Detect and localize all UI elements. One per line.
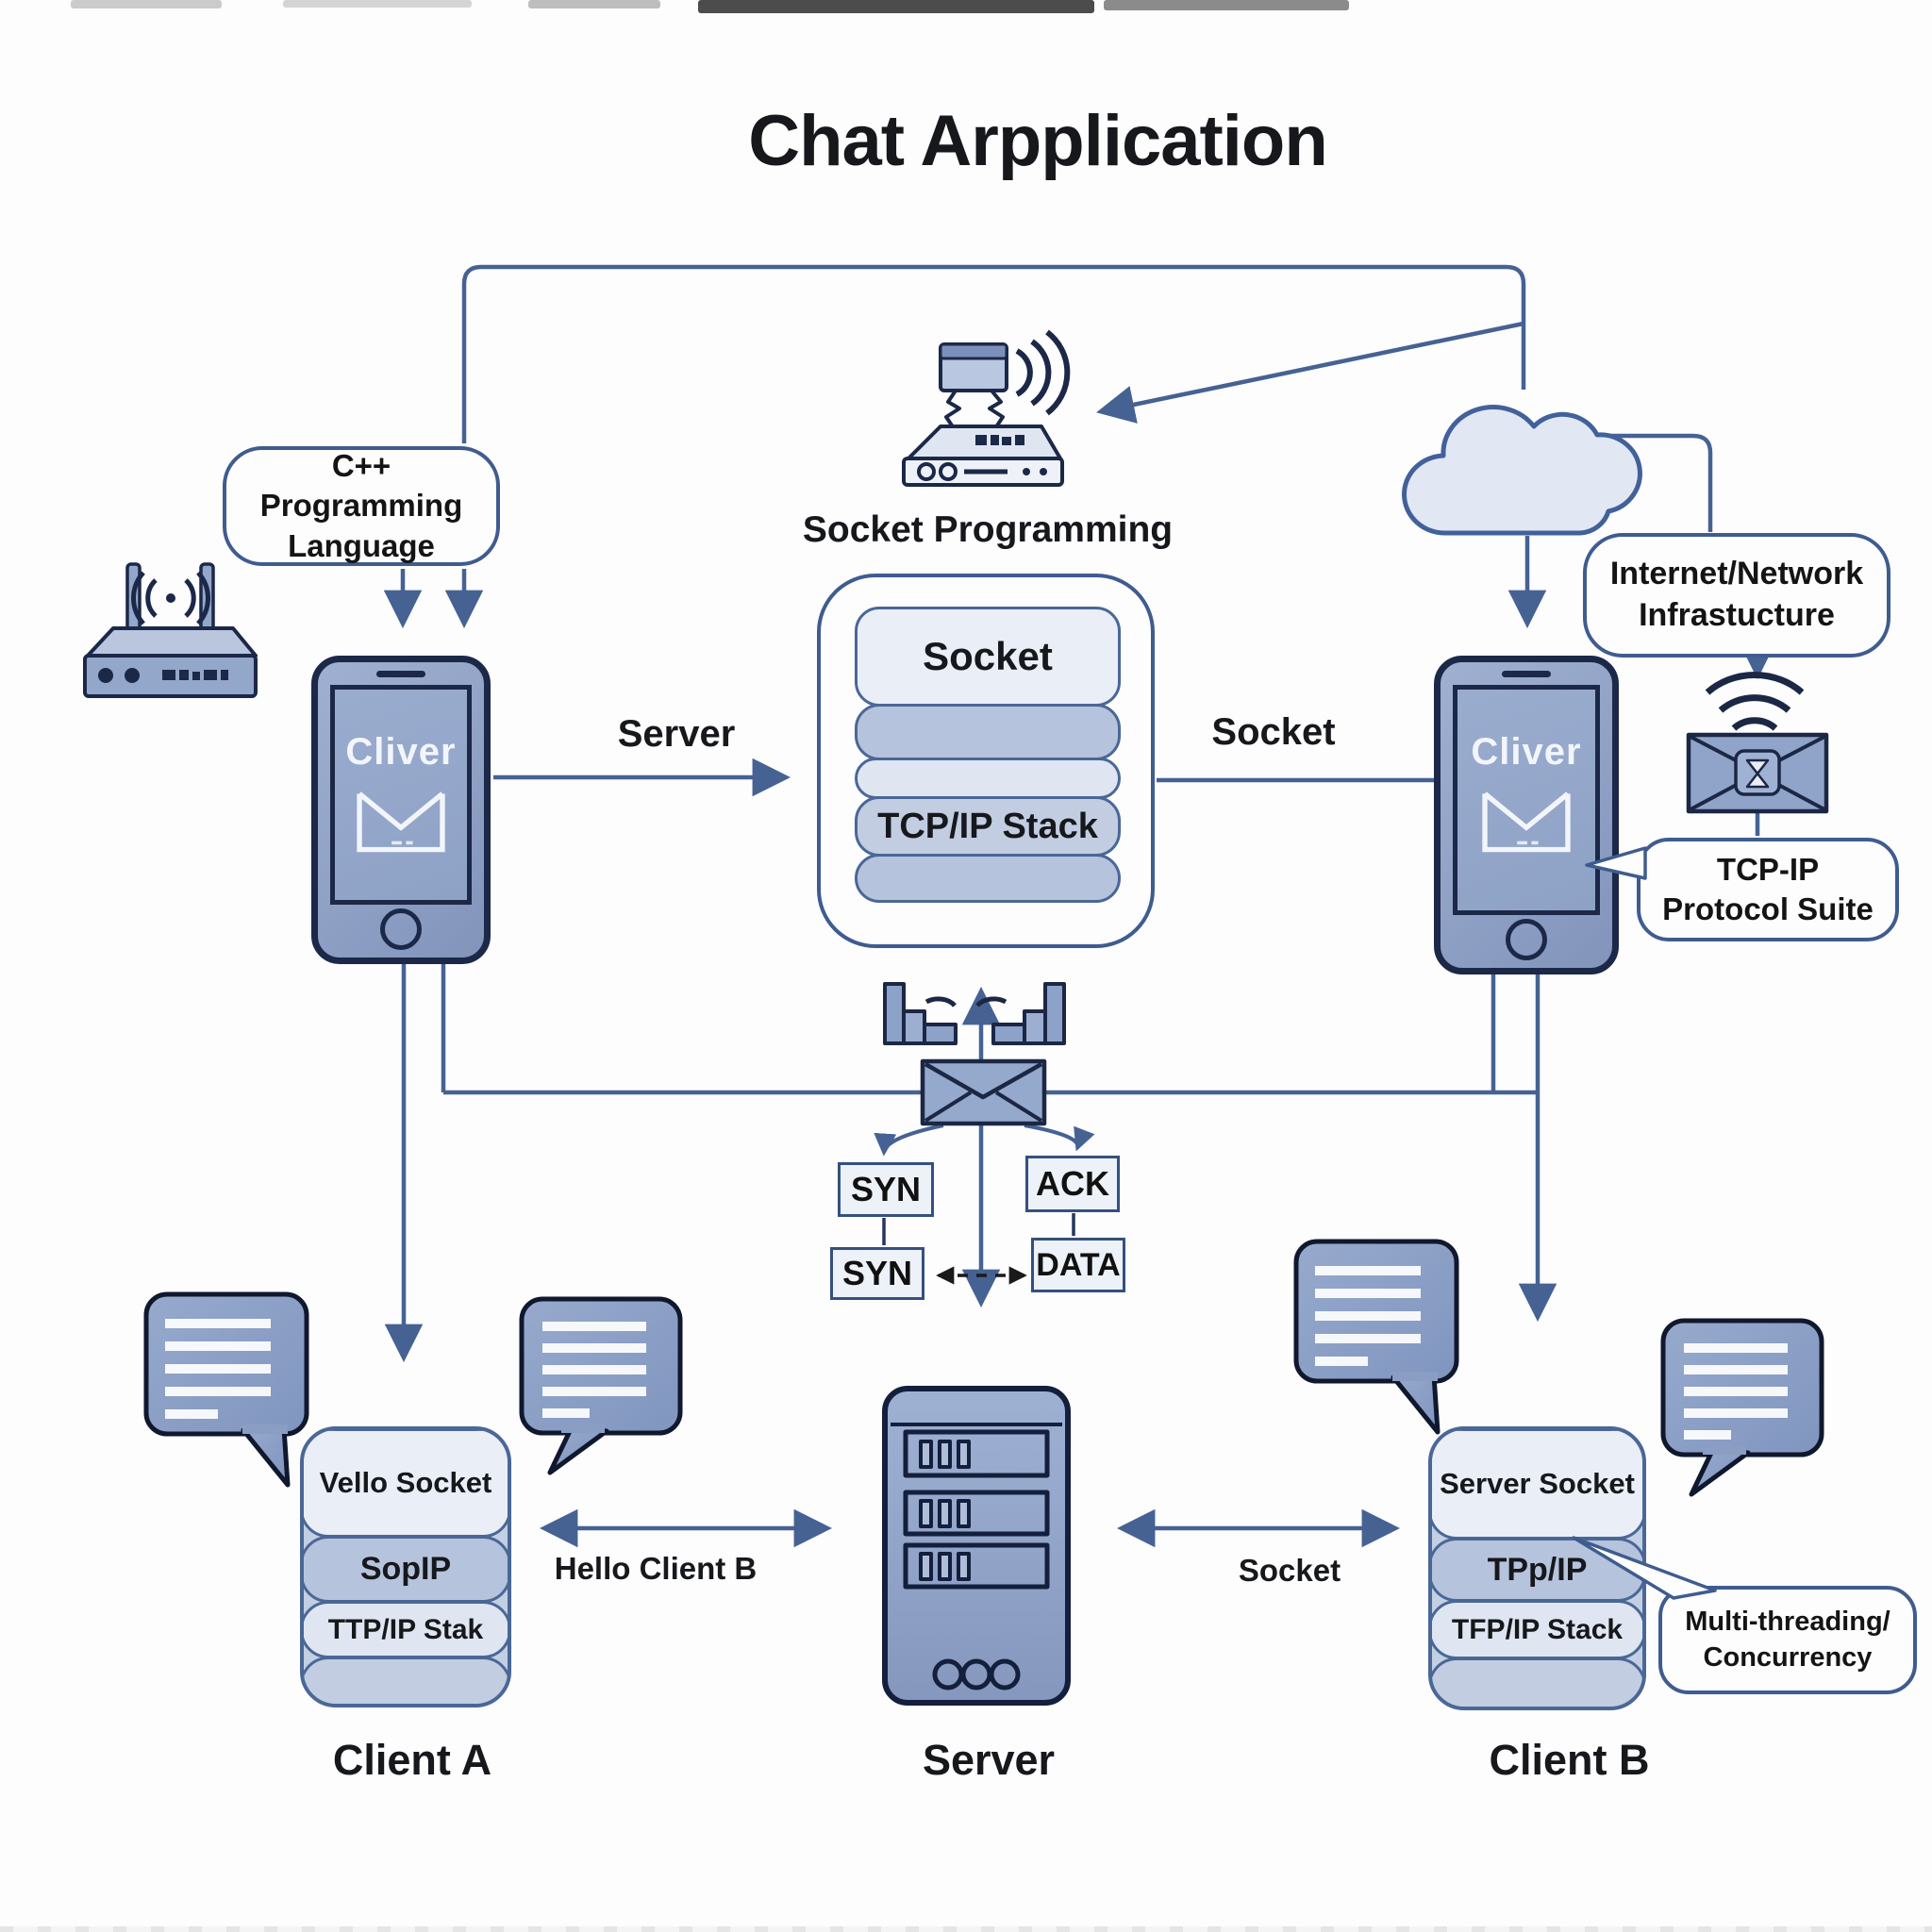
socket-band: Socket — [855, 607, 1121, 707]
signal-bars-icon-right — [975, 982, 1066, 1045]
socket-bottom-label: Socket — [1238, 1553, 1341, 1588]
client-a-band-3: TTP/IP Stak — [304, 1601, 508, 1658]
client-b-band-3: TFP/IP Stack — [1432, 1600, 1642, 1659]
envelope-icon — [920, 1058, 1047, 1126]
central-socket-box: Socket TCP/IP Stack — [817, 574, 1155, 948]
multithreading-line1: Multi-threading/ — [1685, 1607, 1890, 1638]
server-caption: Server — [922, 1736, 1056, 1784]
top-connector-line — [461, 264, 1526, 390]
tcpip-stack-band: TCP/IP Stack — [855, 796, 1121, 857]
client-a-band-2: SopIP — [304, 1536, 508, 1603]
multithreading-line2: Concurrency — [1703, 1641, 1873, 1673]
socket-programming-label: Socket Programming — [802, 509, 1174, 550]
socket-arrow-label: Socket — [1211, 711, 1336, 753]
wifi-router-icon — [83, 562, 258, 698]
m-envelope-logo-icon — [1482, 791, 1571, 853]
blank-band — [855, 854, 1121, 903]
client-b-band-1: Server Socket — [1432, 1430, 1642, 1540]
client-a-caption: Client A — [332, 1736, 492, 1784]
chat-bubble-icon — [1296, 1241, 1457, 1432]
server-arrow-label: Server — [617, 713, 736, 755]
bottom-edge-artifact — [0, 1926, 1932, 1932]
ack-box: ACK — [1025, 1156, 1120, 1212]
phone-home-button — [1506, 919, 1547, 960]
envelope-to-syn-arrow — [874, 1124, 944, 1157]
cloud-to-bubble-line — [1581, 433, 1713, 532]
server-rack-icon — [882, 1386, 1071, 1706]
phone-app-label: Cliver — [1471, 731, 1582, 773]
network-switch-icon — [902, 329, 1071, 487]
blank-band — [855, 758, 1121, 799]
top-edge-artifact — [528, 0, 660, 8]
cloud-icon — [1401, 405, 1642, 536]
client-a-band-4 — [304, 1657, 508, 1704]
top-edge-artifact — [71, 0, 222, 8]
tcpip-suite-callout: TCP-IP Protocol Suite — [1637, 838, 1899, 941]
top-edge-artifact — [698, 0, 1094, 13]
phone-app-label: Cliver — [345, 731, 457, 773]
internet-callout-line2: Infrastucture — [1639, 597, 1835, 633]
client-b-phone: Cliver — [1434, 656, 1619, 974]
hello-client-b-label: Hello Client B — [554, 1551, 758, 1586]
data-box: DATA — [1031, 1238, 1125, 1292]
internet-callout-line1: Internet/Network — [1609, 556, 1864, 592]
syn-box-top: SYN — [838, 1162, 934, 1217]
cpp-language-callout: C++ Programming Language — [223, 446, 500, 566]
chat-bubble-icon — [522, 1299, 680, 1473]
tcpip-callout-line2: Protocol Suite — [1662, 891, 1874, 926]
client-a-band-1: Vello Socket — [304, 1430, 508, 1538]
phone-home-button — [380, 908, 422, 950]
top-edge-artifact — [283, 0, 472, 8]
syn-box-bottom: SYN — [830, 1247, 924, 1300]
phone-speaker — [376, 671, 425, 677]
tcpip-callout-line1: TCP-IP — [1716, 851, 1820, 887]
diagram-title: Chat Arpplication — [748, 101, 1328, 181]
m-envelope-logo-icon — [357, 791, 445, 853]
client-b-band-4 — [1432, 1657, 1642, 1707]
envelope-to-ack-arrow — [1024, 1124, 1095, 1152]
internet-infrastructure-callout: Internet/Network Infrastucture — [1583, 533, 1890, 658]
client-b-band-2: TPp/IP — [1432, 1538, 1642, 1602]
client-a-phone: Cliver — [311, 656, 491, 964]
client-b-caption: Client B — [1489, 1736, 1650, 1784]
signal-bars-icon-left — [883, 982, 958, 1045]
client-a-stack: Vello Socket SopIP TTP/IP Stak — [300, 1426, 511, 1707]
multithreading-callout: Multi-threading/ Concurrency — [1658, 1586, 1917, 1694]
cpp-callout-line1: C++ Programming — [259, 448, 463, 524]
chat-bubble-icon — [146, 1294, 307, 1485]
cpp-callout-line2: Language — [288, 527, 435, 563]
client-b-stack: Server Socket TPp/IP TFP/IP Stack — [1428, 1426, 1646, 1710]
central-stack: Socket TCP/IP Stack — [855, 607, 1121, 903]
blank-band — [855, 704, 1121, 760]
envelope-wireless-icon — [1686, 671, 1829, 814]
top-edge-artifact — [1104, 0, 1349, 10]
phone-speaker — [1502, 671, 1551, 677]
chat-bubble-icon — [1663, 1321, 1822, 1494]
socket-programming-arrow — [1096, 321, 1524, 424]
phone-screen: Cliver — [1453, 685, 1600, 915]
phone-screen: Cliver — [330, 685, 472, 905]
